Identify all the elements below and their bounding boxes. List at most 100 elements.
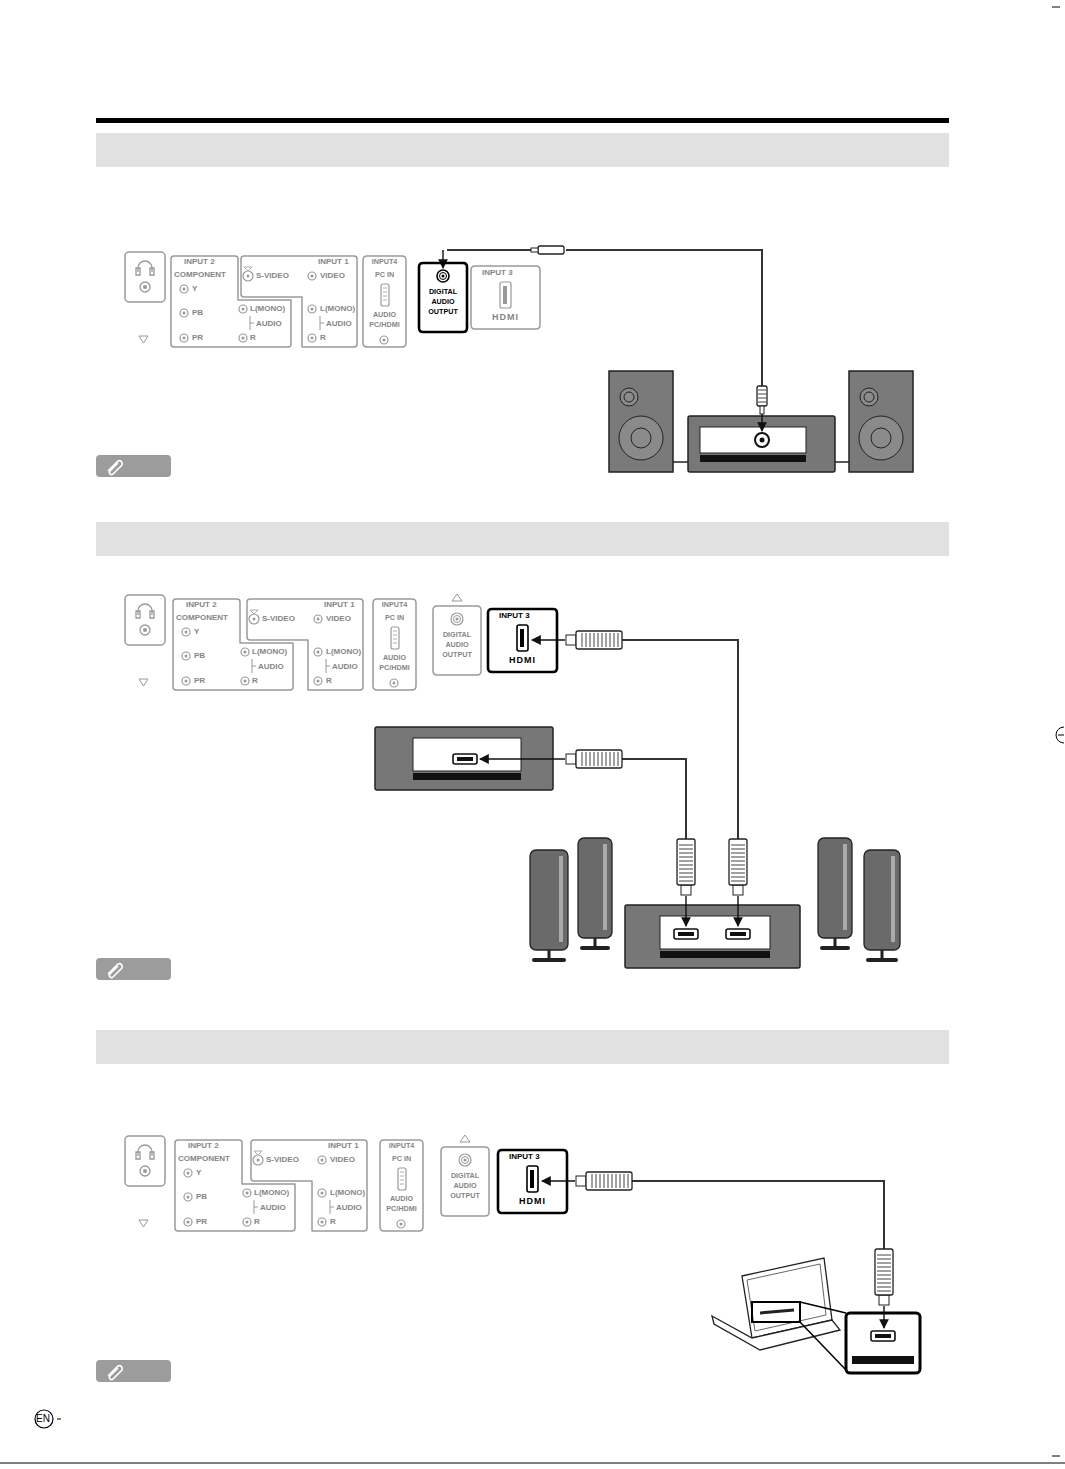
jack	[440, 273, 447, 280]
device-strip	[660, 951, 770, 958]
hdmi-port	[457, 757, 473, 761]
hdmi-plug	[576, 750, 622, 768]
plug-ridge	[758, 390, 766, 391]
rca-plug-tip	[760, 406, 764, 414]
outline-shape	[247, 599, 363, 690]
port-label: S-VIDEO	[266, 1155, 299, 1165]
woofer	[859, 416, 903, 460]
triangle-mark	[139, 1220, 148, 1227]
port-label: PC IN	[372, 613, 417, 623]
plug-ridge	[612, 1174, 613, 1188]
jack	[311, 337, 314, 340]
jack	[454, 616, 461, 623]
port-label: AUDIO	[260, 1203, 286, 1213]
triangle-mark	[254, 1151, 262, 1155]
jack	[180, 309, 188, 317]
port-label: COMPONENT	[174, 270, 226, 280]
note-tab	[96, 455, 171, 477]
hdmi-plug-tip	[576, 1176, 586, 1186]
jack	[246, 1221, 249, 1224]
outline	[250, 1139, 368, 1232]
port-heading: INPUT 3	[509, 1152, 540, 1162]
outline	[170, 255, 292, 348]
input-group: INPUT4PC INAUDIO PC/HDMI	[372, 598, 417, 691]
input-group: S-VIDEOINPUT 1VIDEOL(MONO)AUDIOR	[246, 598, 364, 691]
insert-arrow	[542, 1180, 575, 1181]
port-label: PB	[194, 651, 205, 661]
plug-ridge	[590, 633, 591, 647]
audio-bracket	[326, 659, 330, 673]
jack	[239, 305, 247, 313]
device-strip	[700, 455, 806, 462]
headphone-box	[125, 252, 165, 302]
headphone-jack	[143, 1169, 147, 1173]
jack	[459, 1154, 471, 1166]
port-zoom	[846, 1313, 920, 1373]
hdmi-logo: HDMI	[497, 1196, 568, 1206]
port-label: L(MONO)	[250, 304, 285, 314]
vga-pin	[400, 1176, 404, 1177]
port-label: L(MONO)	[326, 647, 361, 657]
jack	[318, 1156, 326, 1164]
input-group: S-VIDEOINPUT 1VIDEOL(MONO)AUDIOR	[240, 255, 358, 348]
port-label: R	[250, 333, 256, 343]
laptop-screen	[747, 1264, 826, 1331]
output-jack-box: DIGITAL AUDIO OUTPUT	[418, 262, 468, 333]
port-label: VIDEO	[326, 614, 351, 624]
outline-shape	[173, 599, 293, 690]
hdmi-port	[678, 932, 694, 936]
jack	[244, 651, 247, 654]
jack	[390, 679, 398, 687]
plug-ridge	[731, 865, 745, 866]
cable	[566, 250, 762, 386]
port-label: VIDEO	[330, 1155, 355, 1165]
hdmi-port	[875, 1334, 891, 1338]
port-heading: INPUT4	[372, 600, 417, 610]
jack	[397, 1220, 405, 1228]
jack	[464, 1159, 467, 1162]
jack	[185, 631, 188, 634]
device-panel	[660, 916, 770, 949]
plug-ridge	[731, 861, 745, 862]
outline-shape	[175, 1140, 295, 1231]
jack	[241, 677, 249, 685]
jack	[393, 682, 396, 685]
laptop-ports	[760, 1310, 794, 1313]
jack	[187, 1221, 190, 1224]
outline	[246, 598, 364, 691]
vga-pin	[383, 300, 387, 301]
note-tab	[96, 958, 171, 980]
headphone-jack	[143, 628, 147, 632]
jack	[180, 334, 188, 342]
vga-pin	[383, 288, 387, 289]
audio-bracket	[254, 1200, 258, 1214]
jack	[383, 339, 386, 342]
headphone-jack	[140, 282, 150, 292]
outline-shape	[373, 599, 416, 690]
plug-ridge	[594, 633, 595, 647]
jack	[318, 1218, 326, 1226]
hdmi-plug	[677, 839, 695, 885]
hdmi-logo: HDMI	[470, 312, 541, 322]
input-group: S-VIDEOINPUT 1VIDEOL(MONO)AUDIOR	[250, 1139, 368, 1232]
hdmi-logo: HDMI	[487, 655, 558, 665]
vga-pin	[400, 1180, 404, 1181]
headphone-box	[125, 1136, 165, 1186]
port-heading: INPUT 2	[186, 600, 217, 610]
port-label: PB	[196, 1192, 207, 1202]
triangle-mark	[244, 267, 252, 271]
jack	[321, 1192, 324, 1195]
plug-ridge	[586, 633, 587, 647]
triangle-mark	[139, 336, 148, 343]
jack	[187, 1172, 190, 1175]
jack	[182, 628, 190, 636]
output-jack-box: DIGITAL AUDIO OUTPUT	[440, 1146, 490, 1217]
jack	[184, 1193, 192, 1201]
insert-arrow	[737, 896, 738, 926]
cable	[622, 640, 738, 840]
port-heading: INPUT4	[379, 1141, 424, 1151]
speaker	[530, 850, 568, 950]
plug-ridge	[614, 633, 615, 647]
